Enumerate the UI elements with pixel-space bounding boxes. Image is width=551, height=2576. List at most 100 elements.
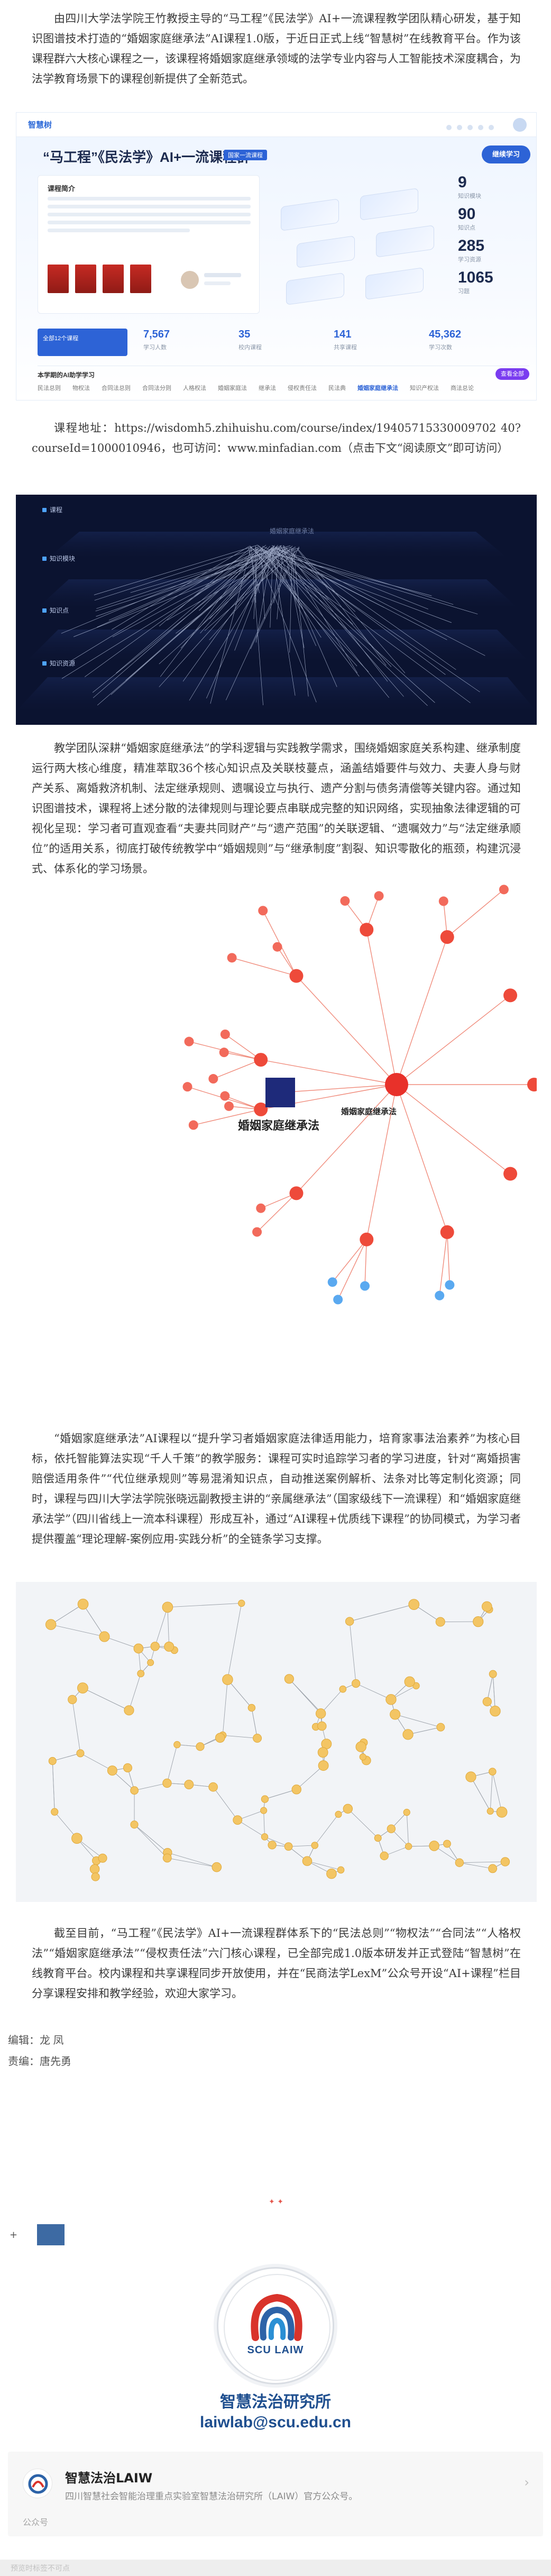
module-node bbox=[360, 1232, 374, 1246]
seal-emblem-icon bbox=[224, 2274, 330, 2381]
graph-edge bbox=[250, 545, 369, 672]
graph-edge bbox=[264, 1789, 297, 1799]
network-node bbox=[150, 1642, 160, 1651]
network-node bbox=[311, 1842, 319, 1849]
network-node bbox=[284, 1674, 294, 1684]
graph-edge bbox=[277, 549, 429, 609]
graph-edge bbox=[234, 546, 274, 651]
network-node bbox=[355, 1741, 366, 1752]
leaf-node bbox=[360, 1281, 370, 1291]
network-node bbox=[408, 1599, 420, 1610]
graph-edge bbox=[199, 547, 263, 611]
module-node bbox=[254, 1053, 268, 1067]
network-node bbox=[473, 1616, 484, 1627]
graph-edge bbox=[134, 1824, 168, 1853]
graph-edge bbox=[82, 1688, 130, 1711]
graph-edge bbox=[255, 549, 272, 643]
course-tab: 知识产权法 bbox=[410, 385, 439, 392]
network-node bbox=[162, 1853, 172, 1863]
graph-edge bbox=[264, 1836, 289, 1847]
network-node bbox=[107, 1765, 117, 1776]
graph-edge bbox=[271, 545, 485, 656]
graph-edge bbox=[104, 1636, 139, 1649]
network-node bbox=[486, 1807, 494, 1815]
view-all-button: 查看全部 bbox=[495, 368, 529, 380]
network-node bbox=[233, 1815, 243, 1825]
graph-edge bbox=[321, 1689, 343, 1713]
network-node bbox=[48, 1757, 57, 1765]
graph-edge bbox=[180, 545, 275, 649]
graph-edge bbox=[134, 1824, 168, 1859]
network-node bbox=[343, 1804, 353, 1814]
network-node bbox=[260, 1807, 268, 1814]
graph-edge bbox=[251, 547, 263, 705]
network-node bbox=[91, 1872, 100, 1881]
network-node bbox=[51, 1808, 59, 1816]
leaf-node bbox=[227, 953, 237, 963]
graph-edge bbox=[277, 550, 337, 687]
graph-edge bbox=[71, 546, 259, 661]
graph-edge bbox=[94, 545, 258, 595]
layered-graph-screenshot: 婚姻家庭继承法 课程 知识模块 知识点 知识资源 bbox=[16, 495, 537, 725]
graph-nodes bbox=[182, 885, 537, 1305]
graph-edge bbox=[182, 547, 280, 682]
graph-edge bbox=[273, 548, 280, 604]
network-node bbox=[222, 1674, 233, 1685]
graph-edge bbox=[167, 1858, 217, 1868]
graph-edge bbox=[271, 548, 480, 693]
graph-edge bbox=[80, 1753, 113, 1771]
graph-edge bbox=[96, 547, 281, 609]
graph-edge bbox=[204, 548, 300, 631]
graph-edge bbox=[355, 1683, 391, 1700]
network-node bbox=[481, 1601, 492, 1612]
graph-edge bbox=[350, 1604, 414, 1622]
graph-edge bbox=[223, 1735, 258, 1738]
network-node bbox=[162, 1601, 173, 1613]
seal-text: SCU LAIW bbox=[247, 2344, 304, 2356]
intro-text-lines bbox=[48, 197, 251, 236]
course-tabs: 民法总则物权法合同法总则合同法分则人格权法婚姻家庭法继承法侵权责任法民法典婚姻家… bbox=[38, 382, 485, 392]
course-intro-card: 课程简介 bbox=[38, 175, 260, 314]
graph-edge bbox=[261, 549, 265, 620]
org-email: laiwlab@scu.edu.cn bbox=[200, 2414, 351, 2431]
graph-edge bbox=[274, 548, 404, 697]
graph-edge bbox=[280, 545, 358, 673]
graph-edge bbox=[51, 1624, 105, 1637]
platform-logo: 智慧树 bbox=[28, 121, 52, 130]
course-tab: 继承法 bbox=[259, 385, 276, 392]
graph-edge bbox=[209, 546, 277, 620]
network-node bbox=[380, 1851, 389, 1861]
network-node bbox=[268, 1841, 277, 1850]
graph-edge bbox=[112, 546, 250, 630]
network-node bbox=[68, 1695, 77, 1705]
network-node bbox=[208, 1782, 218, 1792]
network-node bbox=[130, 1786, 139, 1795]
network-node bbox=[124, 1705, 134, 1716]
user-avatar bbox=[513, 118, 527, 132]
account-description: 四川智慧社会智能治理重点实验室智慧法治研究所（LAIW）官方公众号。 bbox=[65, 2491, 358, 2502]
graph-edge bbox=[406, 1812, 409, 1846]
graph-edge bbox=[255, 549, 452, 623]
graph-edge bbox=[268, 550, 389, 698]
network-node bbox=[302, 1856, 313, 1866]
network-node bbox=[488, 1864, 498, 1873]
module-node bbox=[527, 1078, 537, 1091]
network-node bbox=[291, 1785, 301, 1795]
graph-edge bbox=[396, 936, 448, 1085]
leaf-node bbox=[182, 1082, 192, 1092]
layer-plane bbox=[16, 677, 537, 712]
graph-edge bbox=[347, 1808, 379, 1838]
graph-edge bbox=[167, 1744, 178, 1783]
graph-edge bbox=[314, 1814, 339, 1846]
network-node bbox=[261, 1833, 269, 1841]
graph-edge bbox=[52, 1753, 81, 1762]
course-tab: 物权法 bbox=[72, 385, 90, 392]
graph-edge bbox=[237, 1819, 265, 1837]
graph-root-label: 婚姻家庭继承法 bbox=[238, 1119, 320, 1133]
account-card[interactable]: 智慧法治LAIW 四川智慧社会智能治理重点实验室智慧法治研究所（LAIW）官方公… bbox=[8, 2452, 543, 2536]
leaf-node bbox=[188, 1120, 198, 1130]
network-node bbox=[345, 1617, 354, 1626]
graph-edge bbox=[486, 1674, 493, 1702]
